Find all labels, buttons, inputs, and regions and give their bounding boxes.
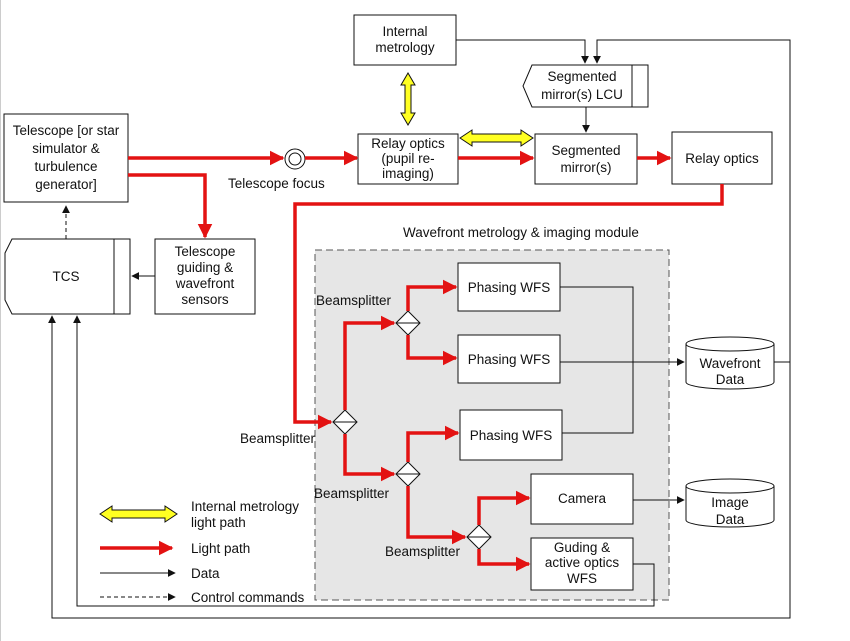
phasing-wfs-1-label: Phasing WFS: [468, 280, 551, 295]
tcs-box: TCS: [4, 238, 131, 315]
guiding-sensors-line-4: sensors: [181, 292, 229, 307]
light-to-phasing-3: [406, 425, 460, 462]
relay-optics-label: Relay optics: [685, 151, 759, 166]
beamsplitter-low-label: Beamsplitter: [385, 544, 461, 559]
data-wavefront-to-tcs: [48, 315, 791, 619]
segmented-mirror-lcu-box: Segmented mirror(s) LCU: [522, 64, 649, 108]
telescope-line-4: generator]: [35, 177, 97, 192]
light-to-guiding-wfs: [477, 549, 531, 572]
telescope-focus-label: Telescope focus: [228, 176, 325, 191]
internal-metrology-line-1: Internal: [382, 24, 427, 39]
metrology-horizontal-arrow: [459, 129, 534, 147]
telescope-focus-icon: [284, 148, 306, 170]
phasing-wfs-3-box: Phasing WFS: [459, 409, 563, 461]
light-main-to-top-splitter: [343, 315, 396, 410]
light-main-to-mid-splitter: [343, 434, 396, 482]
wavefront-data-line-2: Data: [716, 372, 745, 387]
light-telescope-to-guiding: [128, 173, 213, 239]
wavefront-data-store: Wavefront Data: [685, 336, 775, 390]
module-title: Wavefront metrology & imaging module: [403, 225, 639, 240]
relay-optics-box: Relay optics: [671, 131, 773, 185]
data-metrology-to-lcu: [456, 39, 589, 64]
phasing-wfs-3-label: Phasing WFS: [470, 428, 553, 443]
lcu-line-1: Segmented: [547, 69, 616, 84]
legend-light-label: Light path: [191, 541, 250, 556]
guiding-sensors-line-2: guiding &: [177, 260, 233, 275]
data-lines: [48, 39, 791, 619]
telescope-line-2: simulator &: [32, 141, 100, 156]
segmented-mirrors-line-1: Segmented: [551, 143, 620, 158]
beamsplitter-mid-icon: [395, 461, 421, 487]
segmented-mirrors-line-2: mirror(s): [561, 160, 612, 175]
image-data-line-1: Image: [711, 495, 749, 510]
internal-metrology-line-2: metrology: [375, 40, 435, 55]
relay-pupil-line-1: Relay optics: [371, 136, 445, 151]
phasing-wfs-2-label: Phasing WFS: [468, 352, 551, 367]
lcu-line-2: mirror(s) LCU: [541, 87, 623, 102]
segmented-mirrors-box: Segmented mirror(s): [534, 133, 638, 185]
telescope-line-3: turbulence: [34, 159, 97, 174]
light-to-phasing-1: [406, 279, 458, 311]
telescope-guiding-sensors-box: Telescope guiding & wavefront sensors: [154, 238, 256, 315]
phasing-wfs-2-box: Phasing WFS: [457, 334, 561, 384]
legend: Internal metrology light path Light path…: [99, 499, 305, 605]
legend-metrology-line-1: Internal metrology: [191, 499, 299, 514]
guiding-wfs-line-1: Guding &: [554, 540, 610, 555]
wavefront-data-line-1: Wavefront: [699, 356, 760, 371]
beamsplitter-low-icon: [466, 524, 492, 550]
legend-metrology-line-2: light path: [191, 515, 246, 530]
data-phasing-collector: [560, 286, 634, 434]
beamsplitter-top-icon: [395, 310, 421, 336]
guiding-active-optics-wfs-box: Guding & active optics WFS: [530, 537, 634, 591]
beamsplitter-mid-label: Beamsplitter: [314, 486, 390, 501]
tcs-label: TCS: [53, 269, 80, 284]
light-to-phasing-2: [406, 335, 458, 366]
relay-pupil-line-3: imaging): [382, 166, 434, 181]
relay-pupil-line-2: (pupil re-: [381, 151, 434, 166]
beamsplitter-main-icon: [332, 409, 358, 435]
metrology-vertical-arrow: [400, 72, 416, 126]
light-relay-to-module: [293, 184, 724, 430]
beamsplitter-top-label: Beamsplitter: [316, 293, 392, 308]
light-mid-to-low-splitter: [406, 486, 467, 545]
camera-label: Camera: [558, 491, 607, 506]
light-to-camera: [477, 490, 531, 525]
legend-metrology-swatch: [99, 505, 178, 523]
beamsplitter-main-label: Beamsplitter: [240, 431, 316, 446]
data-loop-to-lcu: [593, 39, 791, 362]
telescope-line-1: Telescope [or star: [13, 123, 120, 138]
guiding-sensors-line-1: Telescope: [175, 244, 236, 259]
internal-metrology-box: Internal metrology: [353, 14, 457, 66]
phasing-wfs-1-box: Phasing WFS: [457, 262, 561, 312]
light-paths: [128, 150, 724, 572]
camera-box: Camera: [530, 473, 634, 525]
legend-control-label: Control commands: [191, 590, 305, 605]
guiding-sensors-line-3: wavefront: [175, 276, 235, 291]
image-data-store: Image Data: [685, 478, 775, 528]
guiding-wfs-line-3: WFS: [567, 571, 597, 586]
relay-optics-pupil-box: Relay optics (pupil re- imaging): [357, 133, 459, 185]
image-data-line-2: Data: [716, 512, 745, 527]
legend-data-label: Data: [191, 566, 220, 581]
data-guiding-wfs-to-tcs: [73, 315, 655, 607]
telescope-box: Telescope [or star simulator & turbulenc…: [3, 113, 129, 203]
metrology-paths: [400, 72, 534, 147]
guiding-wfs-line-2: active optics: [545, 555, 620, 570]
